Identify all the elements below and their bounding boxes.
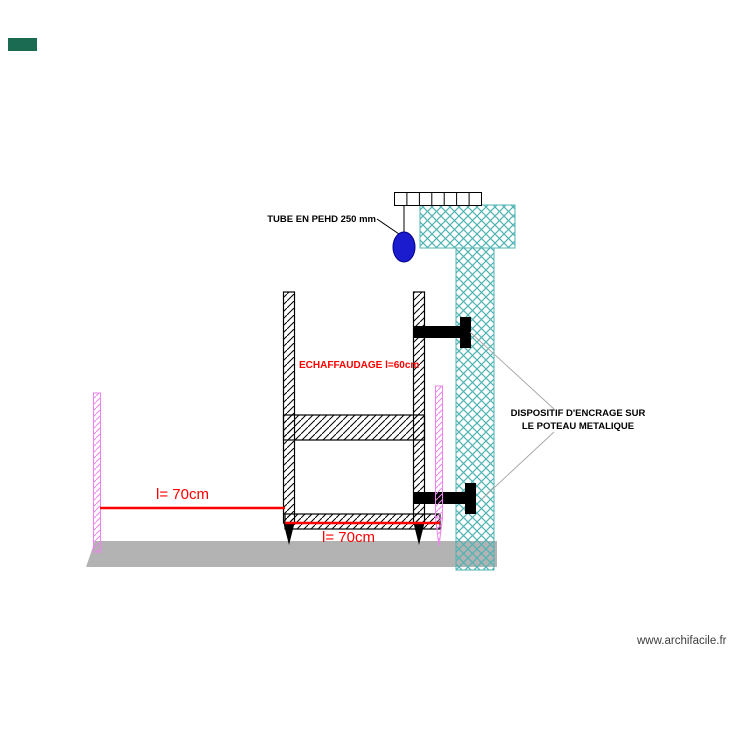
scaffold-left-post-tip (283, 523, 295, 545)
pink-strip-left (93, 392, 101, 553)
dispositif-label-line2: LE POTEAU METALIQUE (522, 421, 634, 432)
pink-strip-right (435, 385, 443, 519)
dim-label-bottom: l= 70cm (322, 529, 375, 546)
cap-squares (394, 192, 482, 206)
watermark: www.archifacile.fr (636, 635, 727, 647)
anchor-leader-top (469, 331, 555, 410)
corner-marker (8, 38, 37, 51)
tube-leader-line (376, 218, 400, 235)
pink-strip-right-tip (434, 517, 444, 547)
metal-post-cap-beam (419, 204, 516, 249)
scaffold-right-post-tip (413, 523, 425, 545)
dispositif-label-line1: DISPOSITIF D'ENCRAGE SUR (511, 408, 646, 419)
tube-label: TUBE EN PEHD 250 mm (267, 214, 376, 225)
scaffold-mid-beam (282, 414, 426, 441)
echaffaudage-label: ECHAFFAUDAGE l=60cm (299, 360, 419, 371)
anchor-leader-bottom (481, 431, 555, 500)
pehd-tube-ellipse (392, 231, 416, 263)
ground-shadow (86, 541, 497, 567)
scaffold-left-post (282, 291, 296, 524)
metal-post-column (455, 247, 495, 571)
dim-label-left: l= 70cm (156, 486, 209, 503)
anchor-device-top (413, 317, 471, 348)
